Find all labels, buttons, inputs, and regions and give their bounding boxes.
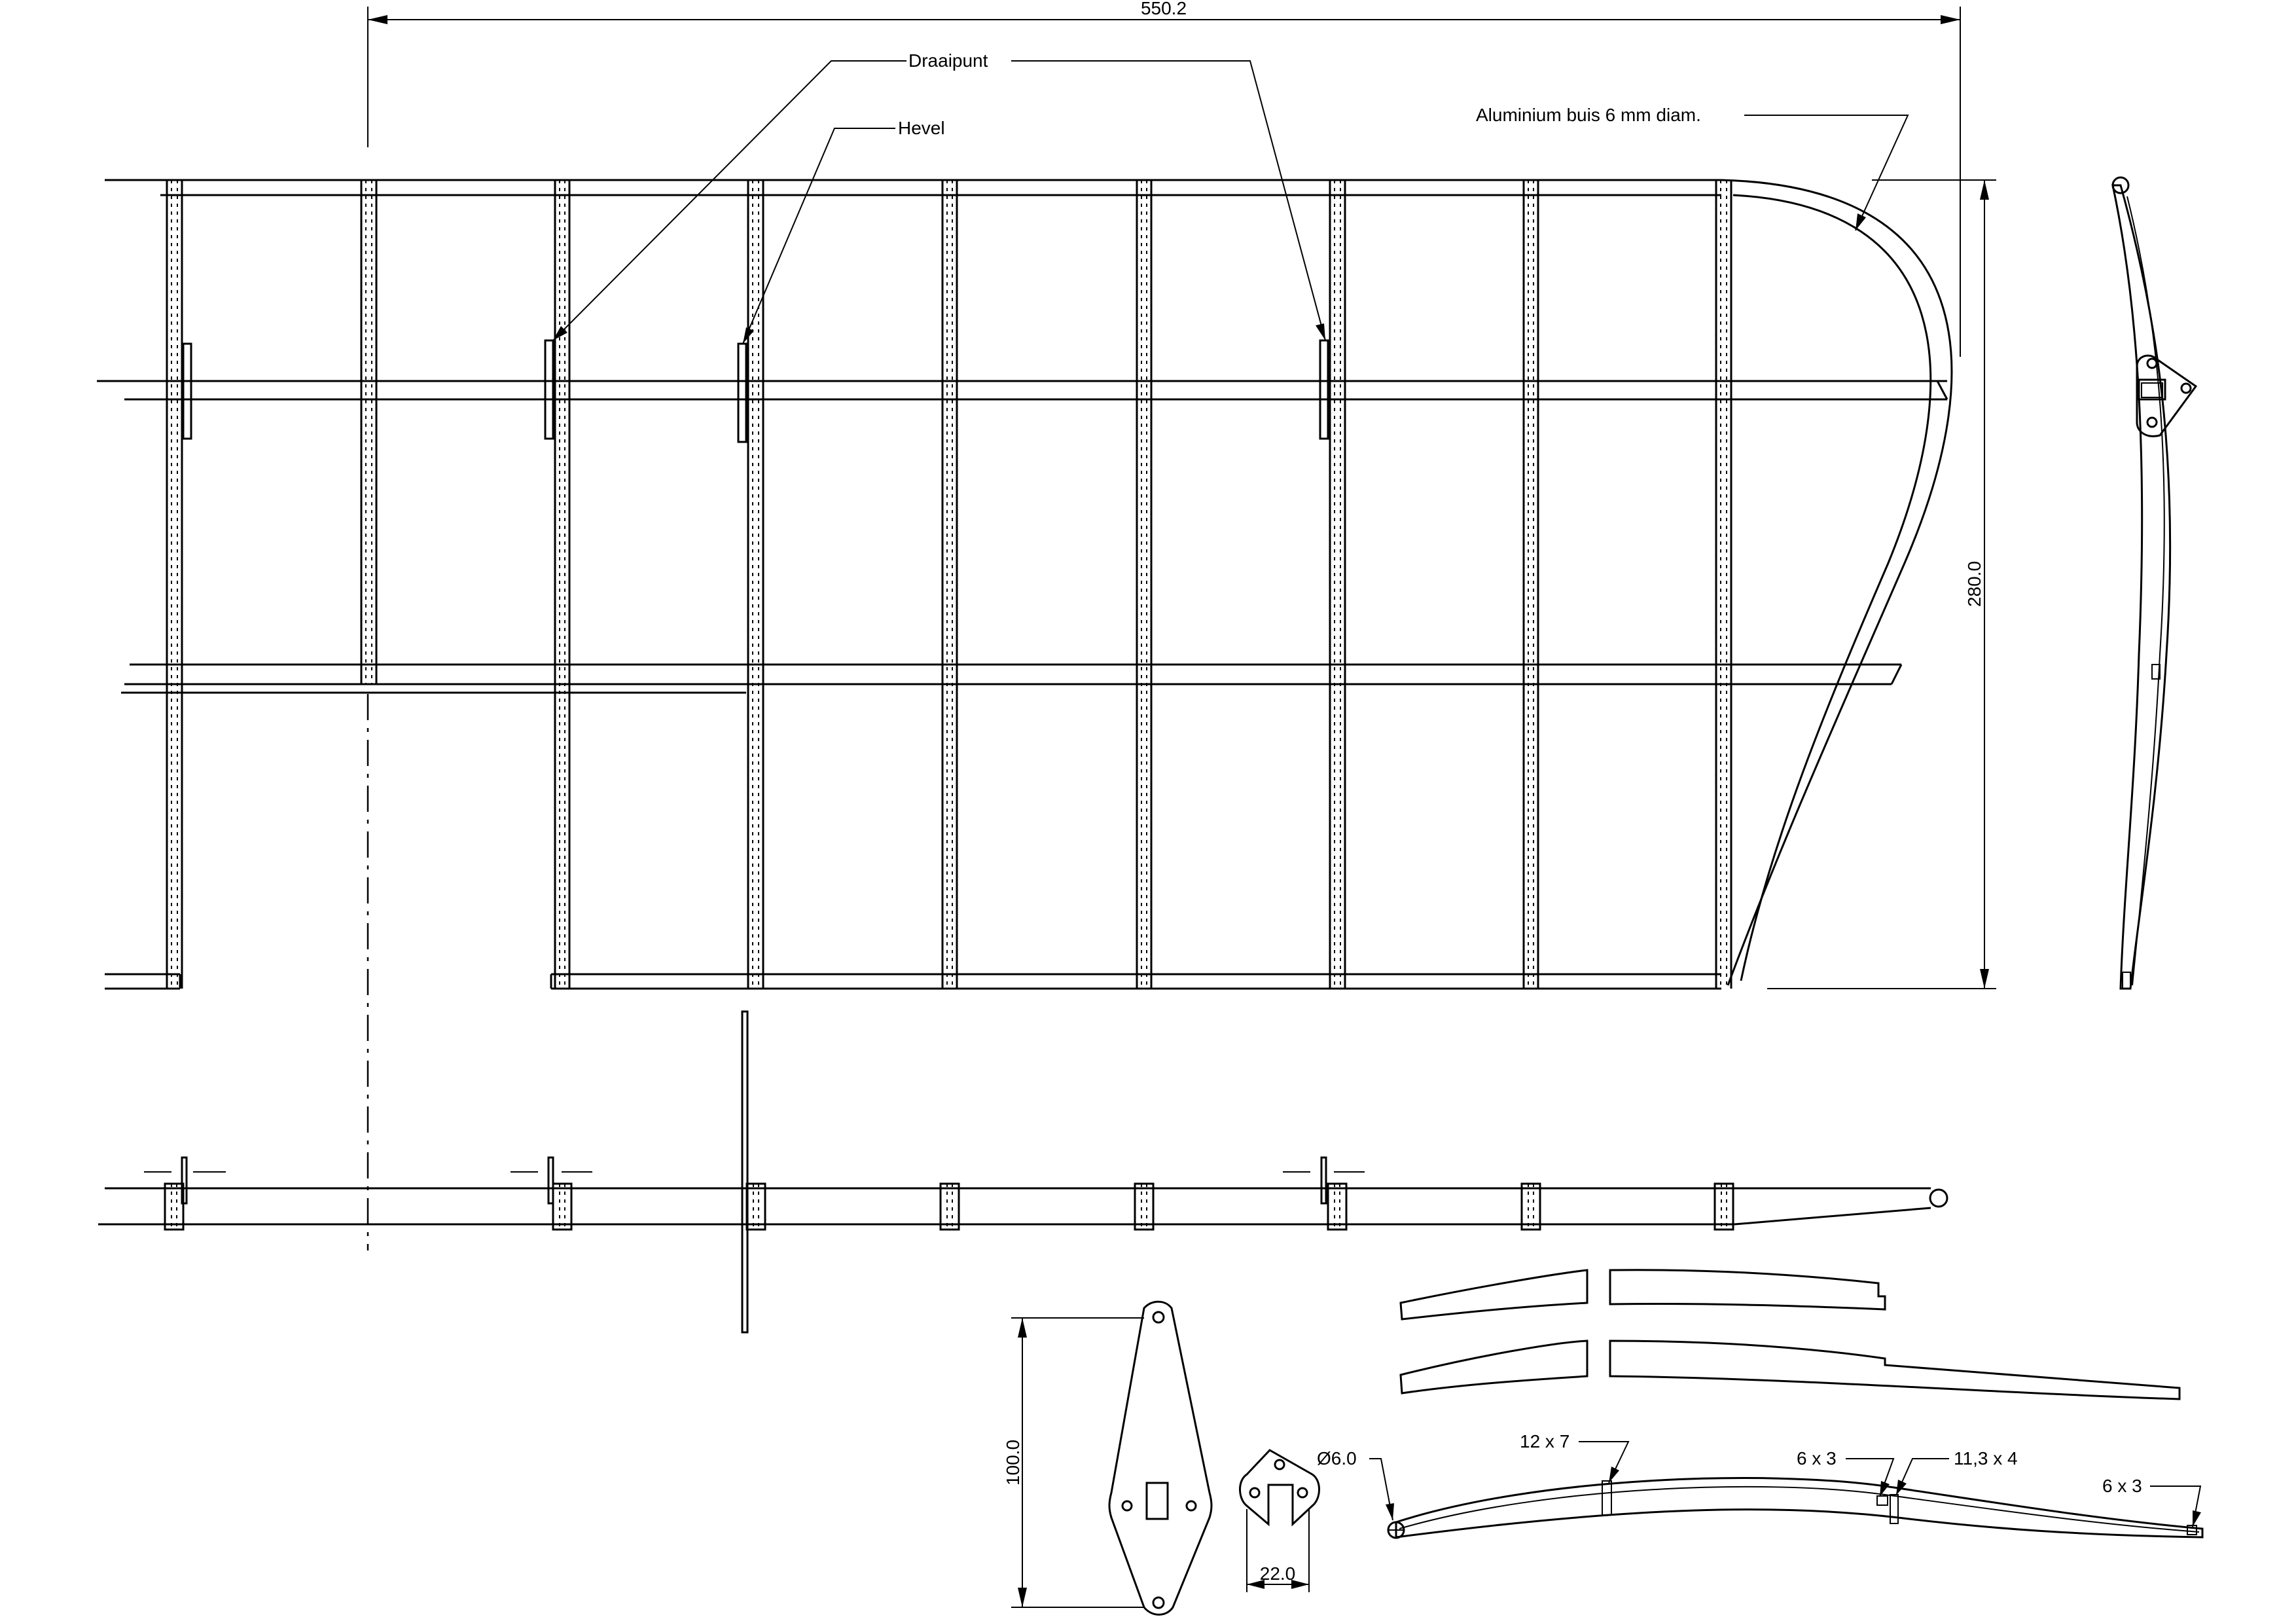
pivot-callout: Draaipunt <box>552 50 1326 341</box>
pivot-plate <box>1319 339 1329 440</box>
slot-clip-detail: 22.0 <box>1239 1449 1320 1592</box>
frame-outline <box>105 179 1721 990</box>
cutout-b-label: 6 x 3 <box>1797 1448 1837 1468</box>
plan-view <box>97 179 1953 1250</box>
slot-width-value: 22.0 <box>1260 1563 1296 1584</box>
lever-plate <box>737 342 747 443</box>
hinge-plate <box>182 342 192 440</box>
rib-0 <box>166 180 183 989</box>
leading-edge-tube <box>2111 176 2130 194</box>
pivot-label: Draaipunt <box>908 50 988 71</box>
horn-plate-detail: 100.0 <box>1003 1300 1213 1616</box>
main-spar <box>97 380 1948 401</box>
rib-stubs <box>164 1182 1734 1231</box>
rib-1 <box>360 180 378 684</box>
tube-diameter-value: Ø6.0 <box>1317 1448 1357 1468</box>
hinge-posts <box>144 1156 1365 1205</box>
tip-bow <box>1721 179 1953 986</box>
pivot-plate <box>544 339 554 440</box>
cutout-b-callout: 6 x 3 <box>1797 1448 1895 1497</box>
cutout-c-callout: 11,3 x 4 <box>1895 1448 2018 1496</box>
rib-profile-full <box>1387 1477 2204 1539</box>
span-value: 550.2 <box>1141 0 1187 18</box>
elevation-view <box>98 1010 1948 1334</box>
square-hole <box>1145 1482 1169 1520</box>
cutout-d-label: 6 x 3 <box>2102 1476 2142 1496</box>
lever-label: Hevel <box>898 118 945 138</box>
rear-spar <box>121 663 1903 694</box>
rib-profile-lower <box>1399 1340 2181 1400</box>
rib-2 <box>554 180 571 989</box>
cutout-d-callout: 6 x 3 <box>2102 1476 2202 1527</box>
tube-label: Aluminium buis 6 mm diam. <box>1476 105 1701 125</box>
rib-3 <box>747 180 764 989</box>
rib-8 <box>1715 180 1732 989</box>
span-dimension: 550.2 <box>367 0 1961 357</box>
height-dimension: 280.0 <box>1767 179 1996 989</box>
cutout-c-label: 11,3 x 4 <box>1954 1448 2018 1468</box>
rib-5 <box>1136 180 1153 989</box>
side-view <box>2111 176 2198 990</box>
rib-profile-upper <box>1399 1269 1886 1321</box>
rib-6 <box>1329 180 1346 989</box>
tube-diameter-callout: Ø6.0 <box>1317 1448 1394 1521</box>
height-value: 280.0 <box>1964 561 1984 607</box>
tube-callout: Aluminium buis 6 mm diam. <box>1476 105 1909 231</box>
rib-4 <box>941 180 958 989</box>
lever-horn <box>741 1010 749 1334</box>
lever-callout: Hevel <box>742 118 945 344</box>
cutout-a-callout: 12 x 7 <box>1520 1431 1630 1484</box>
horn-height-value: 100.0 <box>1003 1440 1023 1486</box>
cutout-a-label: 12 x 7 <box>1520 1431 1570 1451</box>
side-hinge-plate <box>2136 354 2198 437</box>
leading-edge-tube-section <box>1929 1188 1948 1208</box>
rib-7 <box>1522 180 1539 989</box>
